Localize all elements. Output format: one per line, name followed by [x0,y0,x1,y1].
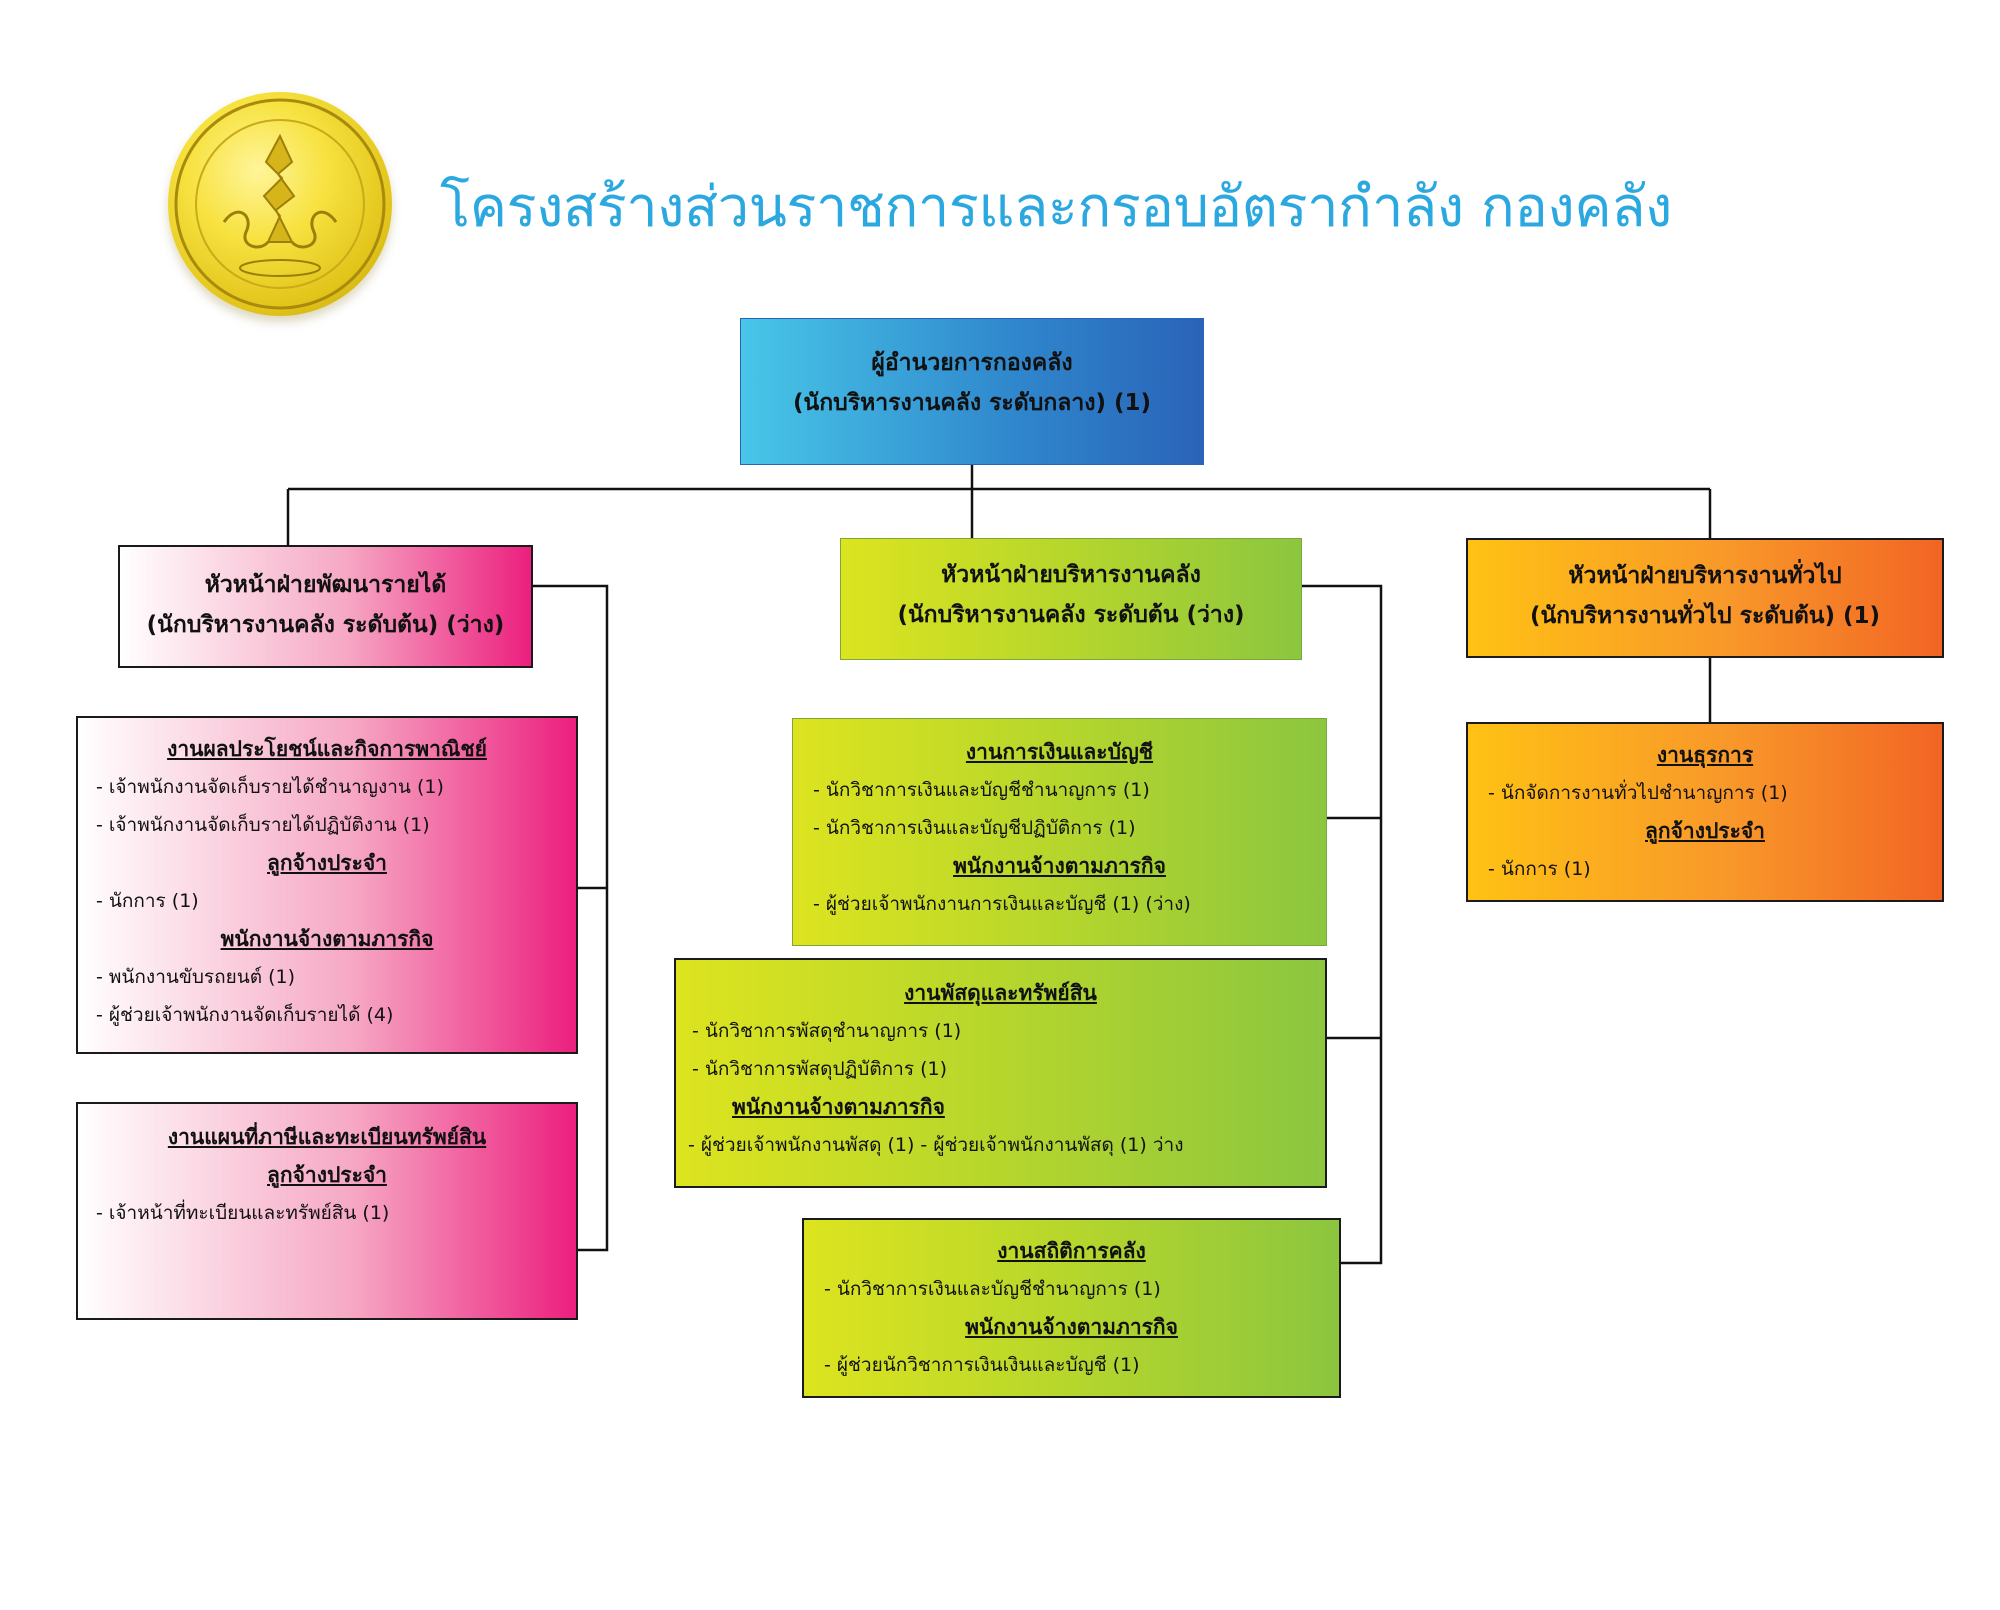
unit-accounting-title: งานการเงินและบัญชี [965,740,1154,764]
unit-statistics-subheading: พนักงานจ้างตามภารกิจ [965,1315,1178,1339]
head-revenue-subtitle: (นักบริหารงานคลัง ระดับต้น) (ว่าง) [146,612,505,638]
director-title: ผู้อำนวยการกองคลัง [871,350,1073,376]
head-general-subtitle: (นักบริหารงานทั่วไป ระดับต้น) (1) [1529,603,1881,629]
unit-statistics-title: งานสถิติการคลัง [997,1239,1146,1263]
head-finance-box: หัวหน้าฝ่ายบริหารงานคลัง (นักบริหารงานคล… [840,538,1302,660]
seal-emblem-icon [174,98,386,310]
unit-taxmap-title: งานแผนที่ภาษีและทะเบียนทรัพย์สิน [167,1125,487,1149]
unit-statistics-item: - นักวิชาการเงินและบัญชีชำนาญการ (1) [824,1278,1161,1300]
director-subtitle: (นักบริหารงานคลัง ระดับกลาง) (1) [792,390,1152,416]
head-finance-title: หัวหน้าฝ่ายบริหารงานคลัง [941,562,1201,588]
unit-benefit-item: - ผู้ช่วยเจ้าพนักงานจัดเก็บรายได้ (4) [96,1004,394,1026]
head-general-box: หัวหน้าฝ่ายบริหารงานทั่วไป (นักบริหารงาน… [1466,538,1944,658]
unit-admin-subheading: ลูกจ้างประจำ [1645,819,1765,843]
unit-supplies-item: - นักวิชาการพัสดุชำนาญการ (1) [692,1020,962,1042]
unit-statistics-box: งานสถิติการคลัง - นักวิชาการเงินและบัญชี… [802,1218,1341,1398]
unit-benefit-subheading: ลูกจ้างประจำ [267,851,387,875]
unit-supplies-box: งานพัสดุและทรัพย์สิน - นักวิชาการพัสดุชำ… [674,958,1327,1188]
unit-admin-box: งานธุรการ - นักจัดการงานทั่วไปชำนาญการ (… [1466,722,1944,902]
head-general-title: หัวหน้าฝ่ายบริหารงานทั่วไป [1568,563,1842,589]
unit-supplies-item: - นักวิชาการพัสดุปฏิบัติการ (1) [692,1058,948,1080]
unit-statistics-item: - ผู้ช่วยนักวิชาการเงินเงินและบัญชี (1) [824,1354,1140,1376]
unit-benefit-title: งานผลประโยชน์และกิจการพาณิชย์ [167,737,487,761]
unit-benefit-item: - พนักงานขับรถยนต์ (1) [96,966,296,988]
unit-benefit-box: งานผลประโยชน์และกิจการพาณิชย์ - เจ้าพนัก… [76,716,578,1054]
head-revenue-title: หัวหน้าฝ่ายพัฒนารายได้ [204,572,447,598]
head-finance-subtitle: (นักบริหารงานคลัง ระดับต้น (ว่าง) [897,602,1245,628]
unit-accounting-item: - ผู้ช่วยเจ้าพนักงานการเงินและบัญชี (1) … [813,893,1191,915]
unit-benefit-subheading: พนักงานจ้างตามภารกิจ [220,927,434,951]
page-title: โครงสร้างส่วนราชการและกรอบอัตรากำลัง กอง… [440,175,1672,240]
unit-supplies-title: งานพัสดุและทรัพย์สิน [904,981,1097,1005]
unit-taxmap-item: - เจ้าหน้าที่ทะเบียนและทรัพย์สิน (1) [96,1202,390,1224]
unit-benefit-item: - เจ้าพนักงานจัดเก็บรายได้ชำนาญงาน (1) [96,776,444,798]
unit-admin-title: งานธุรการ [1656,743,1754,767]
head-revenue-box: หัวหน้าฝ่ายพัฒนารายได้ (นักบริหารงานคลัง… [118,545,533,668]
unit-accounting-subheading: พนักงานจ้างตามภารกิจ [953,854,1166,878]
unit-admin-item: - นักการ (1) [1488,858,1591,880]
unit-supplies-item: - ผู้ช่วยเจ้าพนักงานพัสดุ (1) - ผู้ช่วยเ… [688,1134,1184,1156]
unit-accounting-box: งานการเงินและบัญชี - นักวิชาการเงินและบั… [792,718,1327,946]
unit-admin-item: - นักจัดการงานทั่วไปชำนาญการ (1) [1488,782,1788,804]
unit-accounting-item: - นักวิชาการเงินและบัญชีปฏิบัติการ (1) [813,817,1136,839]
unit-benefit-item: - เจ้าพนักงานจัดเก็บรายได้ปฏิบัติงาน (1) [96,814,430,836]
unit-accounting-item: - นักวิชาการเงินและบัญชีชำนาญการ (1) [813,779,1150,801]
unit-taxmap-subheading: ลูกจ้างประจำ [267,1163,387,1187]
unit-benefit-item: - นักการ (1) [96,890,199,912]
unit-taxmap-box: งานแผนที่ภาษีและทะเบียนทรัพย์สิน ลูกจ้าง… [76,1102,578,1320]
unit-supplies-subheading: พนักงานจ้างตามภารกิจ [732,1095,945,1119]
finance-branch [1302,584,1383,1265]
organization-seal [168,92,392,316]
revenue-branch [533,584,609,1252]
director-box: ผู้อำนวยการกองคลัง (นักบริหารงานคลัง ระด… [740,318,1204,465]
